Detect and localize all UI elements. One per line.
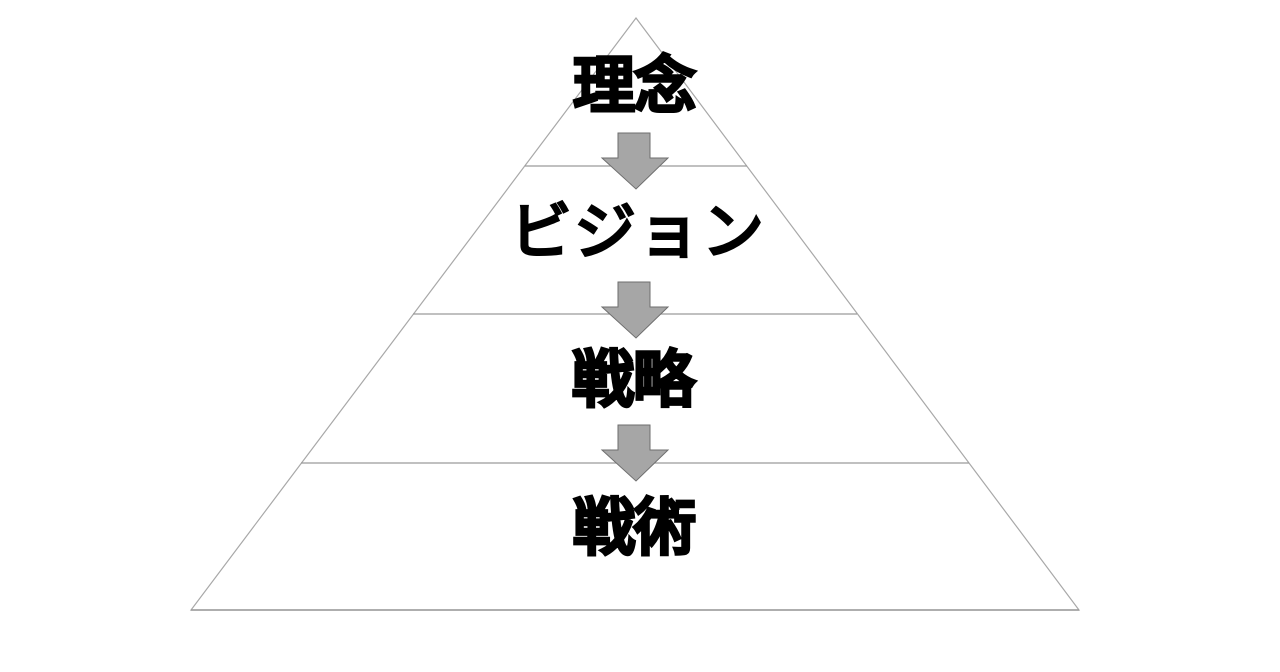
down-arrow-icon [600,424,670,482]
down-arrow-icon [600,132,670,190]
down-arrow-icon [600,281,670,339]
tier-label-strategy: 戦略 [571,343,697,416]
tier-label-tactics: 戦術 [572,491,698,564]
tier-label-vision: ビジョン [509,195,767,268]
tier-label-philosophy: 理念 [572,49,698,122]
